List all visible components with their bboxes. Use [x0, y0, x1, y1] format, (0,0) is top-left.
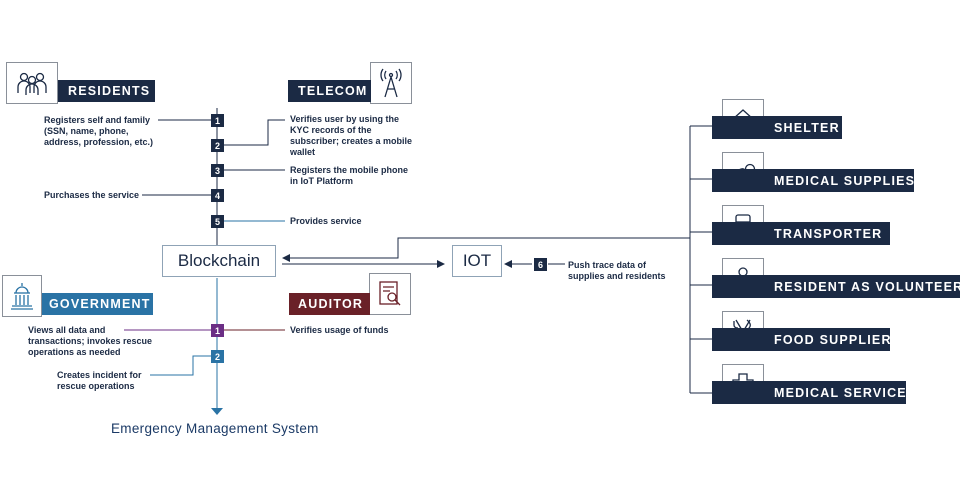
tower-icon	[370, 62, 412, 104]
supplier-label: MEDICAL SERVICE	[712, 381, 906, 404]
blockchain-node: Blockchain	[162, 245, 276, 277]
step-description: Registers self and family (SSN, name, ph…	[44, 115, 154, 147]
step-description: Verifies user by using the KYC records o…	[290, 114, 413, 157]
supplier-label: FOOD SUPPLIER	[712, 328, 891, 351]
step-badge: 6	[534, 258, 547, 271]
capitol-icon	[2, 275, 42, 317]
step-badge: 1	[211, 114, 224, 127]
supplier-label: TRANSPORTER	[712, 222, 890, 245]
auditor-label: AUDITOR	[289, 293, 370, 315]
step-badge: 2	[211, 139, 224, 152]
step-description: Creates incident for rescue operations	[57, 370, 142, 391]
supplier-label: RESIDENT AS VOLUNTEER	[712, 275, 960, 298]
step-description: Registers the mobile phone in IoT Platfo…	[290, 165, 409, 186]
step-badge: 5	[211, 215, 224, 228]
step-description: Push trace data of supplies and resident…	[568, 260, 666, 281]
step-badge: 1	[211, 324, 224, 337]
step-badge: 3	[211, 164, 224, 177]
supplier-label: MEDICAL SUPPLIES	[712, 169, 914, 192]
step-badge: 2	[211, 350, 224, 363]
iot-node: IOT	[452, 245, 502, 277]
document-search-icon	[369, 273, 411, 315]
step-badge: 4	[211, 189, 224, 202]
telecom-label: TELECOM	[288, 80, 371, 102]
government-label: GOVERNMENT	[42, 293, 153, 315]
step-description: Verifies usage of funds	[290, 325, 389, 335]
step-description: Views all data and transactions; invokes…	[28, 325, 153, 357]
footer-title: Emergency Management System	[111, 421, 319, 436]
down-arrow-icon	[211, 408, 223, 415]
people-icon	[6, 62, 58, 104]
supplier-label: SHELTER	[712, 116, 842, 139]
step-description: Provides service	[290, 216, 362, 226]
step-description: Purchases the service	[44, 190, 140, 200]
residents-label: RESIDENTS	[58, 80, 155, 102]
